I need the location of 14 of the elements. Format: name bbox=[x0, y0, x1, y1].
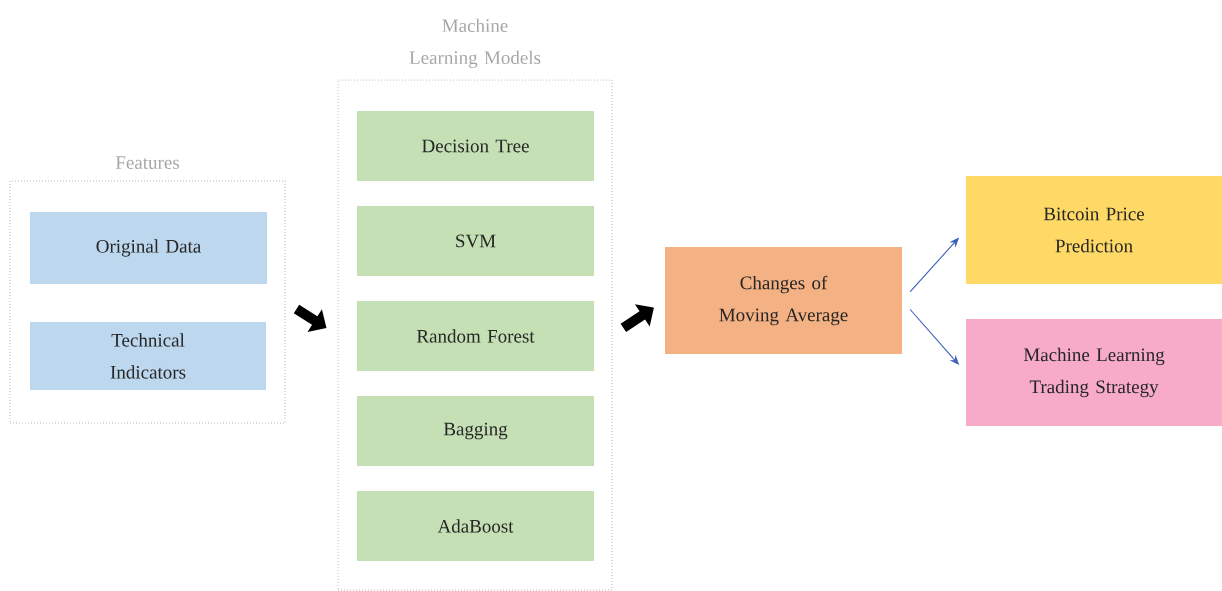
process-box: Changes of Moving Average bbox=[665, 247, 902, 354]
process-box: Bagging bbox=[357, 396, 594, 466]
process-box: Machine Learning Trading Strategy bbox=[966, 319, 1222, 426]
process-box: AdaBoost bbox=[357, 491, 594, 561]
process-box: Random Forest bbox=[357, 301, 594, 371]
block-arrow bbox=[620, 304, 654, 333]
process-box: Bitcoin Price Prediction bbox=[966, 176, 1222, 284]
node-label: Machine Learning Models bbox=[409, 18, 541, 68]
node-label: Features bbox=[115, 156, 180, 169]
process-box: Technical Indicators bbox=[30, 322, 266, 390]
block-arrow bbox=[293, 304, 327, 332]
process-box: SVM bbox=[357, 206, 594, 276]
process-box: Decision Tree bbox=[357, 111, 594, 181]
process-box: Original Data bbox=[30, 212, 267, 284]
